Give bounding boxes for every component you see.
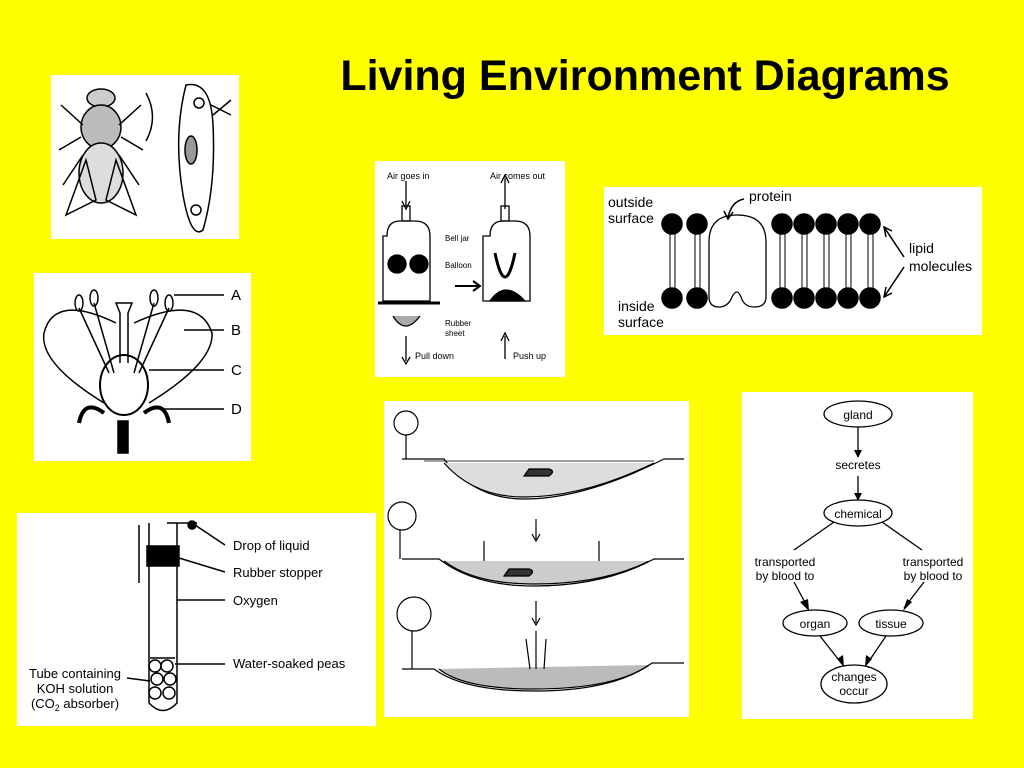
rubber-sheet-label-2: sheet	[445, 329, 465, 338]
oxygen-label: Oxygen	[233, 593, 278, 608]
inside-surface-label-2: surface	[618, 314, 664, 330]
tube-label-3: (CO2 absorber)	[31, 696, 119, 713]
tube-label-1: Tube containing	[29, 666, 121, 681]
peas-experiment-drawing: Drop of liquid Rubber stopper Oxygen Wat…	[29, 520, 346, 713]
lipid-label-1: lipid	[909, 240, 934, 256]
pond-succession-panel	[384, 401, 689, 717]
rubber-stopper-label: Rubber stopper	[233, 565, 323, 580]
insect-paramecium-panel	[51, 75, 239, 239]
balloon-label: Balloon	[445, 261, 472, 270]
changes-text-1: changes	[831, 670, 876, 684]
peas-experiment-panel: Drop of liquid Rubber stopper Oxygen Wat…	[17, 513, 376, 726]
tube-label-2: KOH solution	[37, 681, 114, 696]
rubber-sheet-label-1: Rubber	[445, 319, 472, 328]
protein-label: protein	[749, 188, 792, 204]
pull-down-label: Pull down	[415, 351, 454, 361]
organ-text: organ	[800, 617, 831, 631]
flower-label-c: C	[231, 362, 242, 379]
bell-jar-label: Bell jar	[445, 234, 470, 243]
air-in-label: Air goes in	[387, 171, 430, 181]
paramecium-drawing	[177, 83, 232, 233]
flower-label-d: D	[231, 401, 242, 418]
organ-node	[782, 609, 848, 637]
transported-right-2: by blood to	[904, 569, 963, 583]
flower-label-b: B	[231, 322, 241, 339]
outside-surface-label-2: surface	[608, 210, 654, 226]
transported-left-2: by blood to	[756, 569, 815, 583]
flower-panel: A B C D	[34, 273, 251, 461]
flower-label-a: A	[231, 287, 241, 304]
membrane-panel: outside surface protein lipid molecules …	[604, 187, 982, 335]
transported-left-1: transported	[755, 555, 816, 569]
drop-of-liquid-label: Drop of liquid	[233, 538, 310, 553]
page-title: Living Environment Diagrams	[340, 52, 950, 100]
lipid-label-2: molecules	[909, 258, 972, 274]
pond-succession-drawing	[387, 410, 684, 692]
chemical-text: chemical	[834, 507, 881, 521]
tissue-text: tissue	[875, 617, 907, 631]
outside-surface-label-1: outside	[608, 194, 653, 210]
membrane-drawing: outside surface protein lipid molecules …	[608, 188, 972, 330]
gland-text: gland	[843, 408, 872, 422]
hormone-flowchart-panel: gland secretes chemical transported by b…	[742, 392, 973, 719]
changes-text-2: occur	[839, 684, 868, 698]
secretes-text: secretes	[835, 458, 880, 472]
transported-right-1: transported	[903, 555, 964, 569]
tissue-node	[858, 609, 924, 637]
flower-drawing: A B C D	[42, 287, 242, 454]
flowchart-drawing: gland secretes chemical transported by b…	[755, 400, 964, 704]
bell-jar-panel: Air goes in Air comes out Bell jar Ballo…	[375, 161, 565, 377]
water-soaked-peas-label: Water-soaked peas	[233, 656, 346, 671]
changes-node	[820, 664, 888, 704]
inside-surface-label-1: inside	[618, 298, 655, 314]
insect-paramecium-drawing	[58, 83, 232, 233]
air-out-label: Air comes out	[490, 171, 546, 181]
push-up-label: Push up	[513, 351, 546, 361]
bell-jar-drawing: Air goes in Air comes out Bell jar Ballo…	[378, 171, 546, 366]
fly-drawing	[58, 88, 154, 217]
